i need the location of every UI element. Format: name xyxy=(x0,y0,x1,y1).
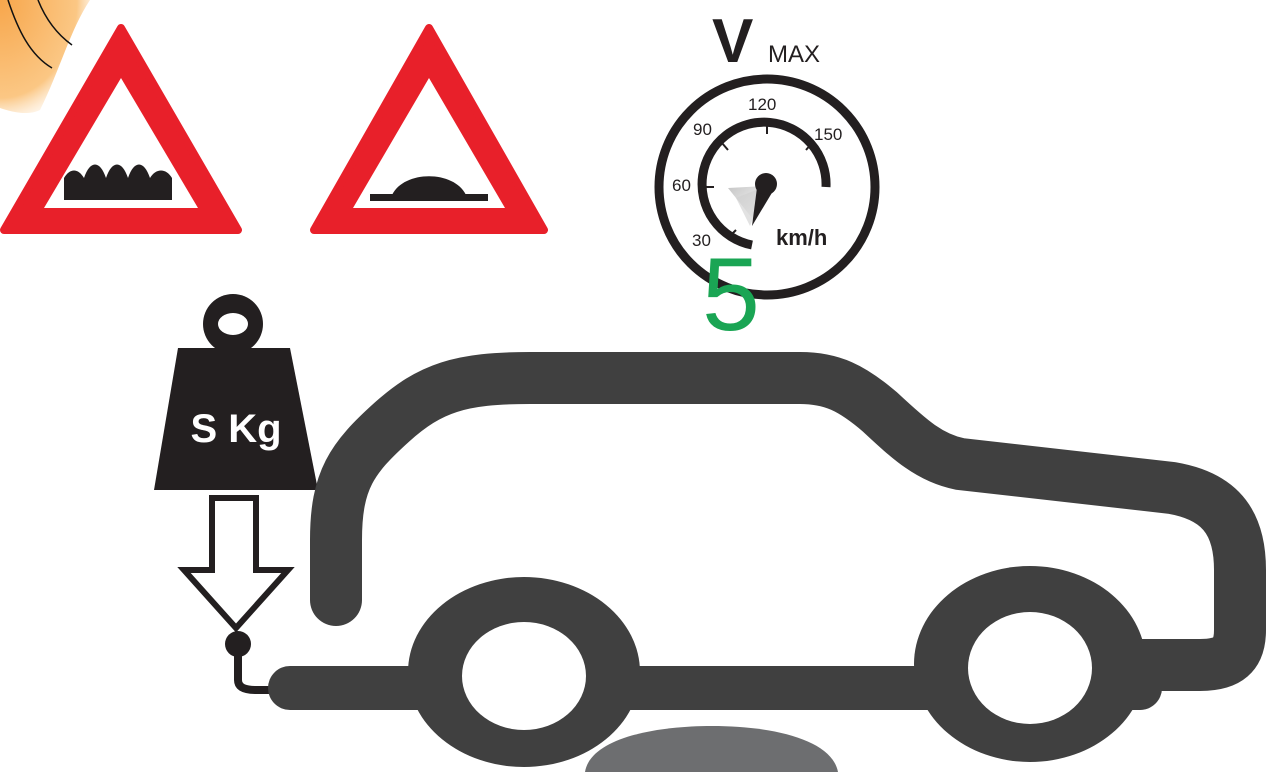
speed-unit-label: km/h xyxy=(776,225,827,250)
speed-scale-60: 60 xyxy=(672,176,691,195)
vmax-label: V MAX xyxy=(712,7,820,76)
road-puddle xyxy=(585,726,838,772)
speed-value: 5 xyxy=(702,237,760,353)
down-arrow-icon xyxy=(184,498,288,690)
weight-icon: S Kg xyxy=(154,294,318,490)
vmax-letter: V xyxy=(712,7,753,76)
speed-scale-90: 90 xyxy=(693,120,712,139)
orange-glow-corner xyxy=(0,0,90,113)
car-icon xyxy=(290,378,1240,767)
vmax-subscript: MAX xyxy=(768,41,820,68)
speed-scale-120: 120 xyxy=(748,95,776,114)
weight-label: S Kg xyxy=(190,407,281,451)
speedometer-icon: 120 90 150 60 30 km/h xyxy=(659,79,875,295)
speed-bump-sign-icon xyxy=(314,28,544,230)
speed-scale-150: 150 xyxy=(814,125,842,144)
